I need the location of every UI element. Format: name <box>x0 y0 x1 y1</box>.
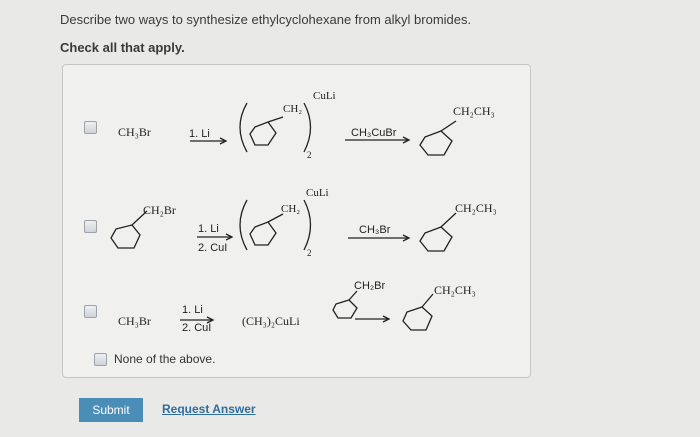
option-2-product: CH₂CH₃ <box>455 201 497 215</box>
option-2-step1b: 2. CuI <box>198 242 227 254</box>
option-2-reagent-count: 2 <box>307 248 312 258</box>
option-1-step1: 1. Li <box>189 128 210 140</box>
option-2-step1: 1. Li <box>198 223 219 235</box>
option-1-product: CH₂CH₃ <box>453 104 495 118</box>
option-1-step2: CH₃CuBr <box>351 127 397 139</box>
option-3-step1b: 2. CuI <box>182 322 211 334</box>
option-2-reagent-sub: CH₂ <box>281 203 300 215</box>
option-1-checkbox[interactable] <box>84 121 97 134</box>
option-2-step2: CH₃Br <box>359 224 391 236</box>
option-2-checkbox[interactable] <box>84 220 97 233</box>
request-answer-link[interactable]: Request Answer <box>162 402 256 416</box>
none-of-the-above-checkbox[interactable] <box>94 353 107 366</box>
option-3-substrate: CH₂Br <box>354 280 385 292</box>
instruction-text: Check all that apply. <box>60 40 185 55</box>
option-1-reagent-count: 2 <box>307 150 312 160</box>
none-of-the-above-label: None of the above. <box>114 352 216 366</box>
answer-panel <box>62 64 531 378</box>
option-3-start: CH₃Br <box>118 314 151 328</box>
option-3-product: CH₂CH₃ <box>434 283 476 297</box>
option-1-reagent-sub: CH₂ <box>283 103 302 115</box>
option-1-reagent-super: CuLi <box>313 90 336 102</box>
question-text: Describe two ways to synthesize ethylcyc… <box>60 12 472 27</box>
option-3-checkbox[interactable] <box>84 305 97 318</box>
option-2-reagent-super: CuLi <box>306 187 329 199</box>
option-2-start: CH₂Br <box>143 203 176 217</box>
option-1-start: CH₃Br <box>118 125 151 139</box>
option-3-reagent: (CH₃)₂CuLi <box>242 314 300 328</box>
option-3-step1: 1. Li <box>182 304 203 316</box>
submit-button[interactable]: Submit <box>79 398 143 422</box>
